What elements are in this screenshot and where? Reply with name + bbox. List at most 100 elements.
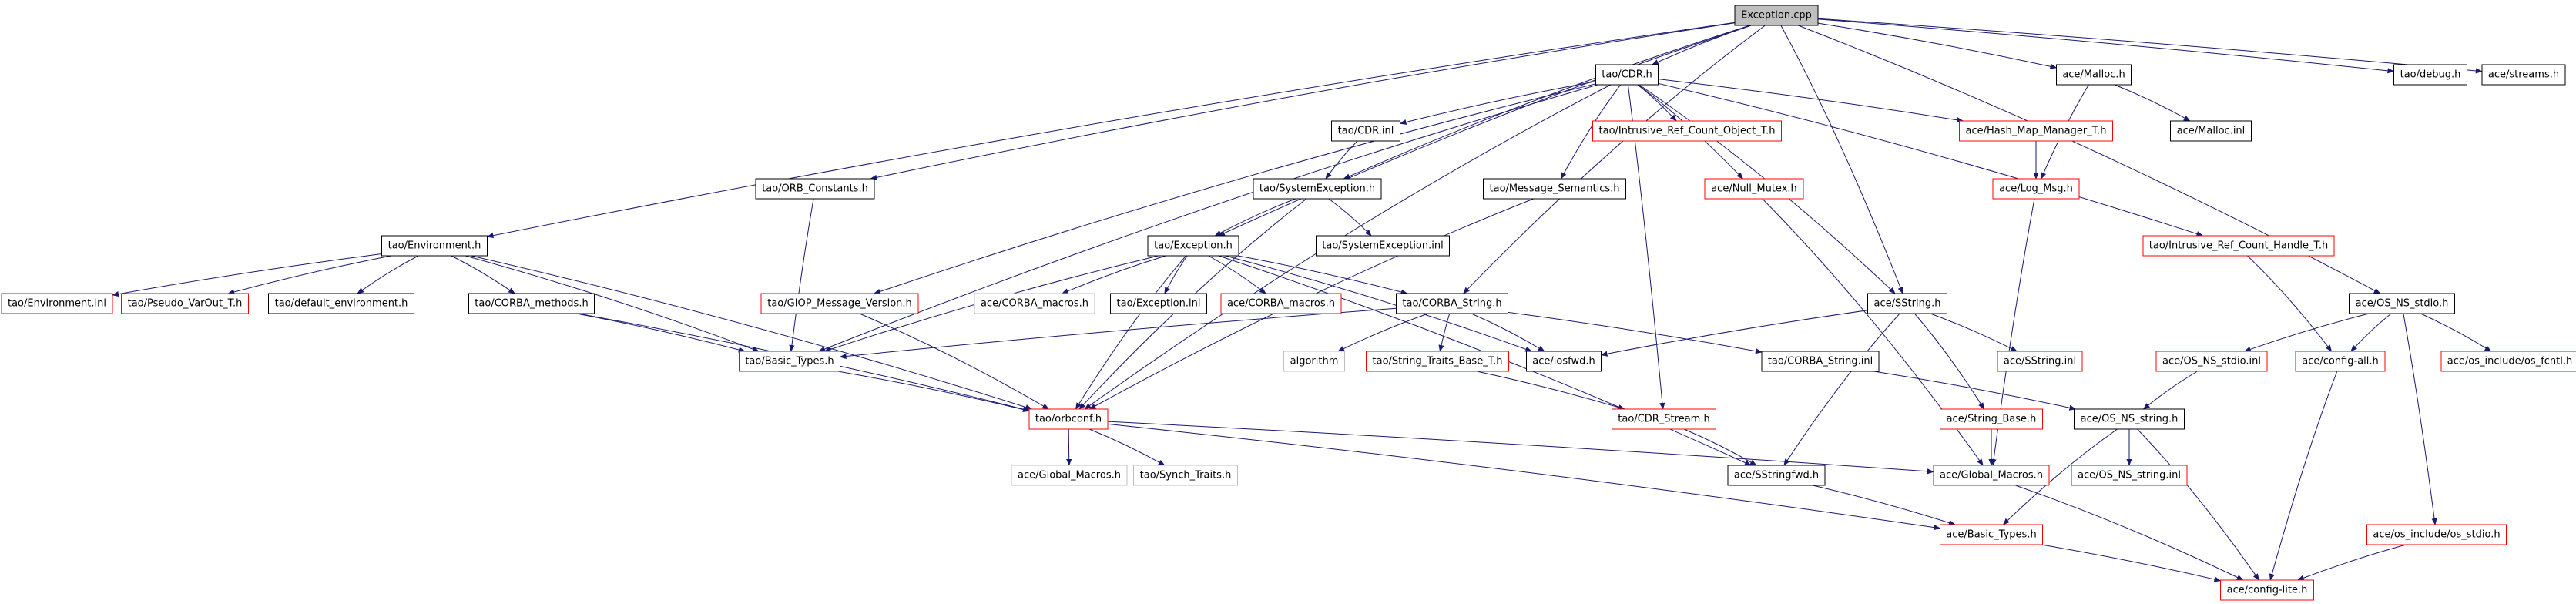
edge-tao-cdr-h-to-ace-hash-map-manager-t [1658, 79, 1964, 123]
graph-node-tao-orbconf[interactable]: tao/orbconf.h [1028, 408, 1109, 430]
edge-tao-exception-h-to-tao-orbconf [1075, 255, 1186, 410]
node-label: ace/OS_NS_stdio.inl [2162, 356, 2261, 367]
node-label: tao/GIOP_Message_Version.h [767, 298, 912, 310]
edge-exception-cpp-to-tao-debug-h [1817, 18, 2395, 74]
node-label: ace/Global_Macros.h [1940, 470, 2043, 482]
graph-node-ace-basic-types[interactable]: ace/Basic_Types.h [1940, 524, 2043, 545]
graph-node-ace-config-all[interactable]: ace/config-all.h [2295, 351, 2386, 372]
graph-node-tao-pseudo-varout[interactable]: tao/Pseudo_VarOut_T.h [121, 293, 249, 314]
graph-node-tao-giop-message-version[interactable]: tao/GIOP_Message_Version.h [760, 293, 919, 314]
node-label: tao/Intrusive_Ref_Count_Object_T.h [1599, 126, 1776, 137]
edge-tao-exception-h-to-tao-corba-string-h [1238, 255, 1408, 295]
node-box [1867, 293, 1947, 314]
graph-node-ace-os-ns-stdio-inl[interactable]: ace/OS_NS_stdio.inl [2155, 351, 2268, 372]
node-box [2349, 293, 2455, 314]
node-label: tao/Intrusive_Ref_Count_Handle_T.h [2149, 240, 2328, 252]
graph-node-tao-basic-types[interactable]: tao/Basic_Types.h [739, 351, 840, 372]
graph-node-algorithm[interactable]: algorithm [1283, 351, 1345, 372]
node-label: tao/Basic_Types.h [745, 356, 834, 367]
node-box [1483, 178, 1626, 200]
graph-node-ace-global-macros[interactable]: ace/Global_Macros.h [1933, 465, 2050, 486]
graph-node-tao-orb-constants[interactable]: tao/ORB_Constants.h [755, 178, 875, 200]
graph-node-ace-log-msg[interactable]: ace/Log_Msg.h [1992, 178, 2080, 200]
graph-node-tao-exception-h[interactable]: tao/Exception.h [1147, 235, 1239, 257]
graph-node-tao-default-environment[interactable]: tao/default_environment.h [268, 293, 414, 314]
edge-ace-os-ns-string-h-to-ace-basic-types [2002, 428, 2118, 525]
graph-node-ace-streams-h[interactable]: ace/streams.h [2481, 64, 2566, 86]
graph-node-tao-debug-h[interactable]: tao/debug.h [2393, 64, 2467, 86]
node-box [2155, 351, 2268, 372]
graph-node-ace-malloc-inl[interactable]: ace/Malloc.inl [2170, 120, 2252, 142]
node-label: ace/Basic_Types.h [1946, 529, 2036, 541]
node-label: tao/SystemException.inl [1322, 240, 1443, 252]
graph-node-ace-iosfwd[interactable]: ace/iosfwd.h [1526, 351, 1602, 372]
node-label: tao/Exception.h [1154, 240, 1233, 252]
graph-node-exception-cpp[interactable]: Exception.cpp [1734, 5, 1819, 26]
graph-node-tao-cdr-h[interactable]: tao/CDR.h [1595, 64, 1659, 86]
edge-tao-cdr-inl-to-tao-system-exception-h [1325, 140, 1358, 180]
graph-node-tao-string-traits-base[interactable]: tao/String_Traits_Base_T.h [1366, 351, 1509, 372]
node-label: ace/Hash_Map_Manager_T.h [1966, 126, 2107, 137]
graph-node-ace-null-mutex[interactable]: ace/Null_Mutex.h [1704, 178, 1804, 200]
graph-node-ace-os-ns-string-h[interactable]: ace/OS_NS_string.h [2074, 408, 2185, 430]
node-label: Exception.cpp [1741, 10, 1812, 22]
graph-node-tao-exception-inl[interactable]: tao/Exception.inl [1110, 293, 1207, 314]
edge-tao-environment-h-to-tao-environment-inl [112, 253, 382, 297]
graph-node-ace-corba-macros[interactable]: ace/CORBA_macros.h [1220, 293, 1342, 314]
graph-node-ace-malloc-h[interactable]: ace/Malloc.h [2056, 64, 2132, 86]
node-label: ace/Global_Macros.h [1018, 470, 1121, 482]
graph-node-tao-synch-traits[interactable]: tao/Synch_Traits.h [1133, 465, 1238, 486]
edge-tao-orbconf-to-ace-global-macros [1107, 421, 1934, 475]
graph-node-ace-corba-macros-ext[interactable]: ace/CORBA_macros.h [974, 293, 1095, 314]
node-box [1316, 235, 1450, 257]
edge-exception-cpp-to-tao-orb-constants [870, 22, 1736, 180]
node-box [2142, 235, 2335, 257]
edge-ace-os-ns-stdio-h-to-ace-os-include-os-fcntl [2420, 313, 2492, 352]
node-box [1940, 524, 2043, 545]
graph-node-ace-sstringfwd[interactable]: ace/SStringfwd.h [1727, 465, 1826, 486]
graph-node-ace-global-macros-ext[interactable]: ace/Global_Macros.h [1011, 465, 1128, 486]
node-label: ace/OS_NS_string.h [2081, 414, 2179, 425]
node-label: tao/CDR_Stream.h [1618, 414, 1709, 425]
graph-node-ace-sstring-h[interactable]: ace/SString.h [1867, 293, 1947, 314]
edge-tao-corba-methods-to-tao-basic-types [576, 313, 746, 353]
edge-exception-cpp-to-tao-exception-h [1218, 25, 1752, 237]
graph-node-tao-system-exception-inl[interactable]: tao/SystemException.inl [1316, 235, 1450, 257]
edge-tao-cdr-h-to-tao-orbconf [1084, 84, 1612, 410]
graph-node-tao-corba-string-h[interactable]: tao/CORBA_String.h [1396, 293, 1508, 314]
node-label: ace/Malloc.h [2062, 69, 2125, 81]
graph-node-tao-corba-string-inl[interactable]: tao/CORBA_String.inl [1761, 351, 1880, 372]
graph-node-ace-os-include-os-stdio[interactable]: ace/os_include/os_stdio.h [2366, 524, 2507, 545]
graph-node-tao-cdr-stream[interactable]: tao/CDR_Stream.h [1612, 408, 1716, 430]
edge-ace-os-ns-stdio-h-to-ace-os-ns-stdio-inl [2243, 313, 2370, 352]
node-label: ace/SString.inl [2004, 356, 2076, 367]
graph-node-ace-os-ns-stdio-h[interactable]: ace/OS_NS_stdio.h [2349, 293, 2455, 314]
graph-node-tao-system-exception-h[interactable]: tao/SystemException.h [1253, 178, 1382, 200]
edge-ace-os-ns-stdio-inl-to-ace-os-ns-string-h [2142, 371, 2198, 410]
graph-node-ace-string-base[interactable]: ace/String_Base.h [1940, 408, 2043, 430]
graph-node-tao-environment-h[interactable]: tao/Environment.h [381, 235, 488, 257]
graph-node-ace-sstring-inl[interactable]: ace/SString.inl [1997, 351, 2083, 372]
node-box [1283, 351, 1345, 372]
edge-tao-environment-h-to-tao-pseudo-varout [227, 255, 391, 295]
edge-tao-environment-h-to-tao-basic-types [465, 255, 760, 352]
edge-tao-cdr-h-to-tao-giop-message-version [873, 83, 1596, 294]
edge-tao-environment-h-to-tao-orbconf [471, 255, 1033, 410]
node-label: ace/CORBA_macros.h [981, 298, 1088, 310]
node-box [1110, 293, 1207, 314]
graph-node-tao-irc-handle-t[interactable]: tao/Intrusive_Ref_Count_Handle_T.h [2142, 235, 2335, 257]
node-box [2393, 64, 2467, 86]
graph-node-tao-message-semantics[interactable]: tao/Message_Semantics.h [1483, 178, 1626, 200]
graph-node-tao-cdr-inl[interactable]: tao/CDR.inl [1331, 120, 1400, 142]
graph-node-ace-config-lite[interactable]: ace/config-lite.h [2220, 579, 2314, 601]
node-label: tao/debug.h [2400, 69, 2461, 81]
graph-node-tao-corba-methods[interactable]: tao/CORBA_methods.h [468, 293, 595, 314]
node-box [1028, 408, 1109, 430]
graph-node-ace-hash-map-manager-t[interactable]: ace/Hash_Map_Manager_T.h [1959, 120, 2113, 142]
edge-tao-irc-handle-t-to-ace-config-all [2247, 255, 2333, 352]
graph-node-ace-os-ns-string-inl[interactable]: ace/OS_NS_string.inl [2071, 465, 2188, 486]
graph-node-ace-os-include-os-fcntl[interactable]: ace/os_include/os_fcntl.h [2440, 351, 2576, 372]
edge-tao-cdr-h-to-tao-message-semantics [1560, 84, 1622, 180]
graph-node-tao-irc-object-t[interactable]: tao/Intrusive_Ref_Count_Object_T.h [1592, 120, 1782, 142]
graph-node-tao-environment-inl[interactable]: tao/Environment.inl [1, 293, 113, 314]
